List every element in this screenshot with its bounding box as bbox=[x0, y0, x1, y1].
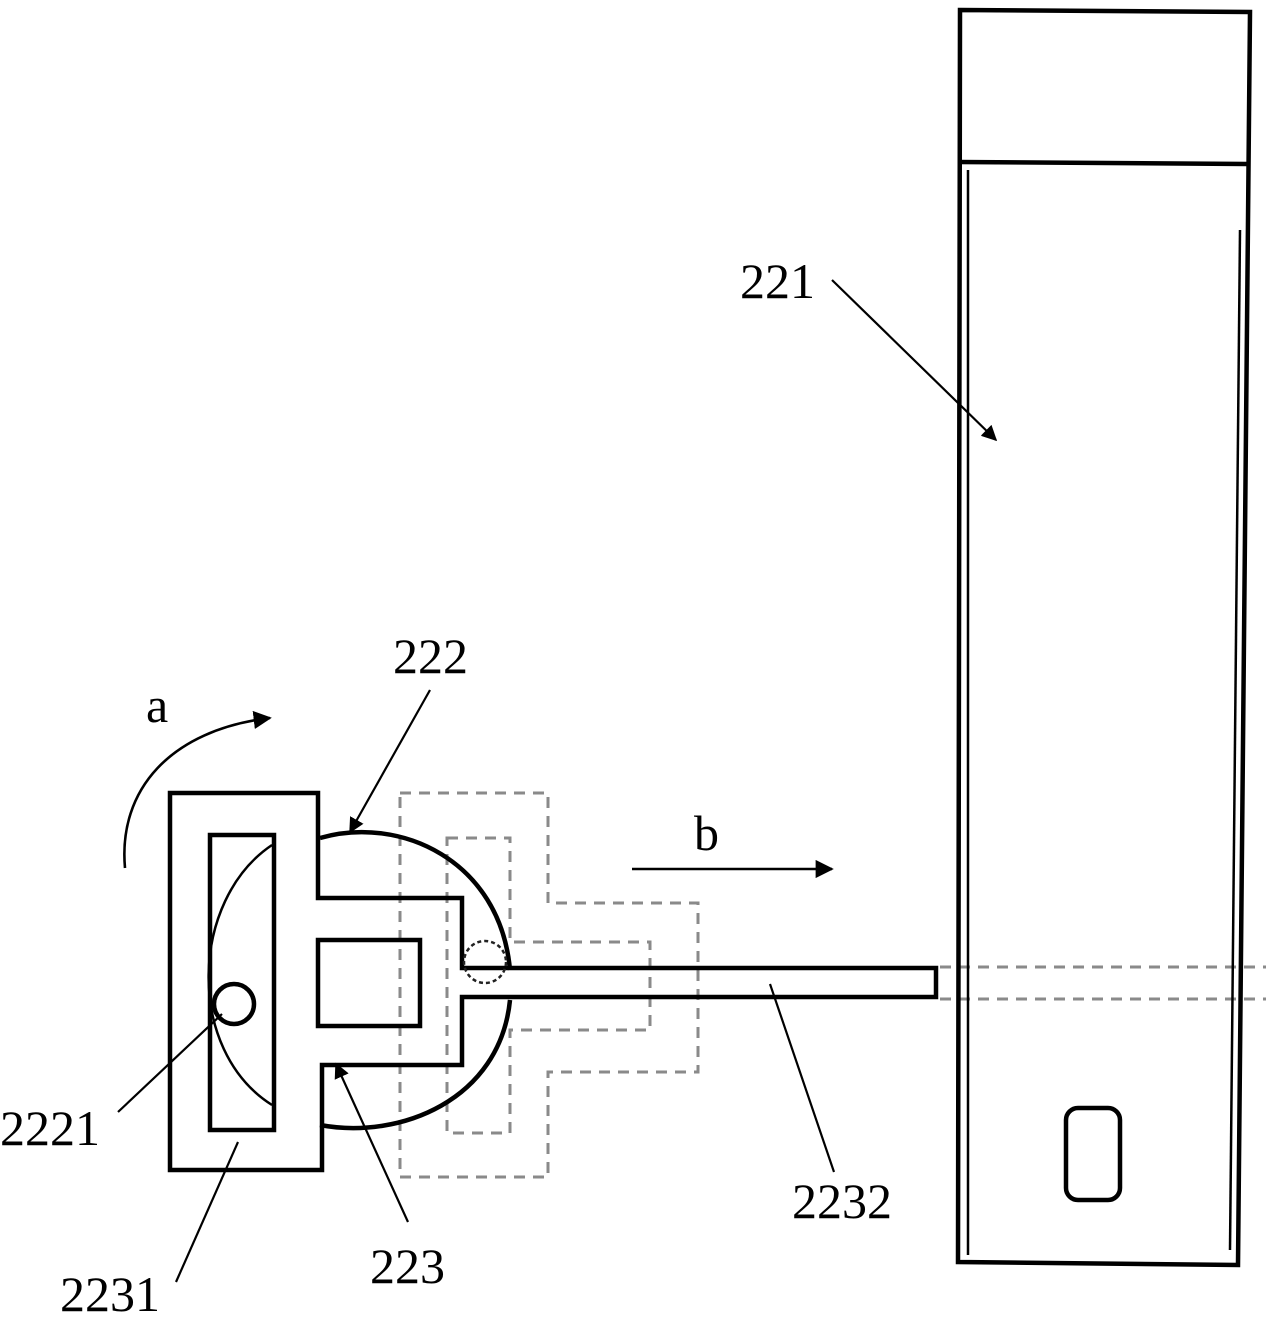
label-b: b bbox=[694, 805, 719, 861]
label-a: a bbox=[146, 677, 168, 733]
leader-2232 bbox=[770, 984, 834, 1172]
leader-222 bbox=[350, 690, 430, 832]
label-223: 223 bbox=[370, 1238, 445, 1294]
housing-slot bbox=[1066, 1108, 1120, 1200]
label-222: 222 bbox=[393, 628, 468, 684]
pivot-2221 bbox=[214, 984, 254, 1024]
label-2231: 2231 bbox=[60, 1266, 160, 1319]
label-2221: 2221 bbox=[0, 1100, 100, 1156]
rotor-222 bbox=[209, 832, 510, 1128]
lever-223 bbox=[170, 793, 936, 1170]
leader-223 bbox=[336, 1064, 408, 1222]
label-221: 221 bbox=[740, 253, 815, 309]
leader-2231 bbox=[176, 1142, 238, 1282]
lever-window bbox=[318, 940, 420, 1026]
housing-221 bbox=[958, 10, 1250, 1265]
leader-221 bbox=[832, 280, 996, 440]
ghost-outline bbox=[400, 793, 1266, 1177]
engagement-circle bbox=[464, 941, 506, 983]
label-2232: 2232 bbox=[792, 1173, 892, 1229]
lever-frame-inner bbox=[210, 835, 274, 1130]
